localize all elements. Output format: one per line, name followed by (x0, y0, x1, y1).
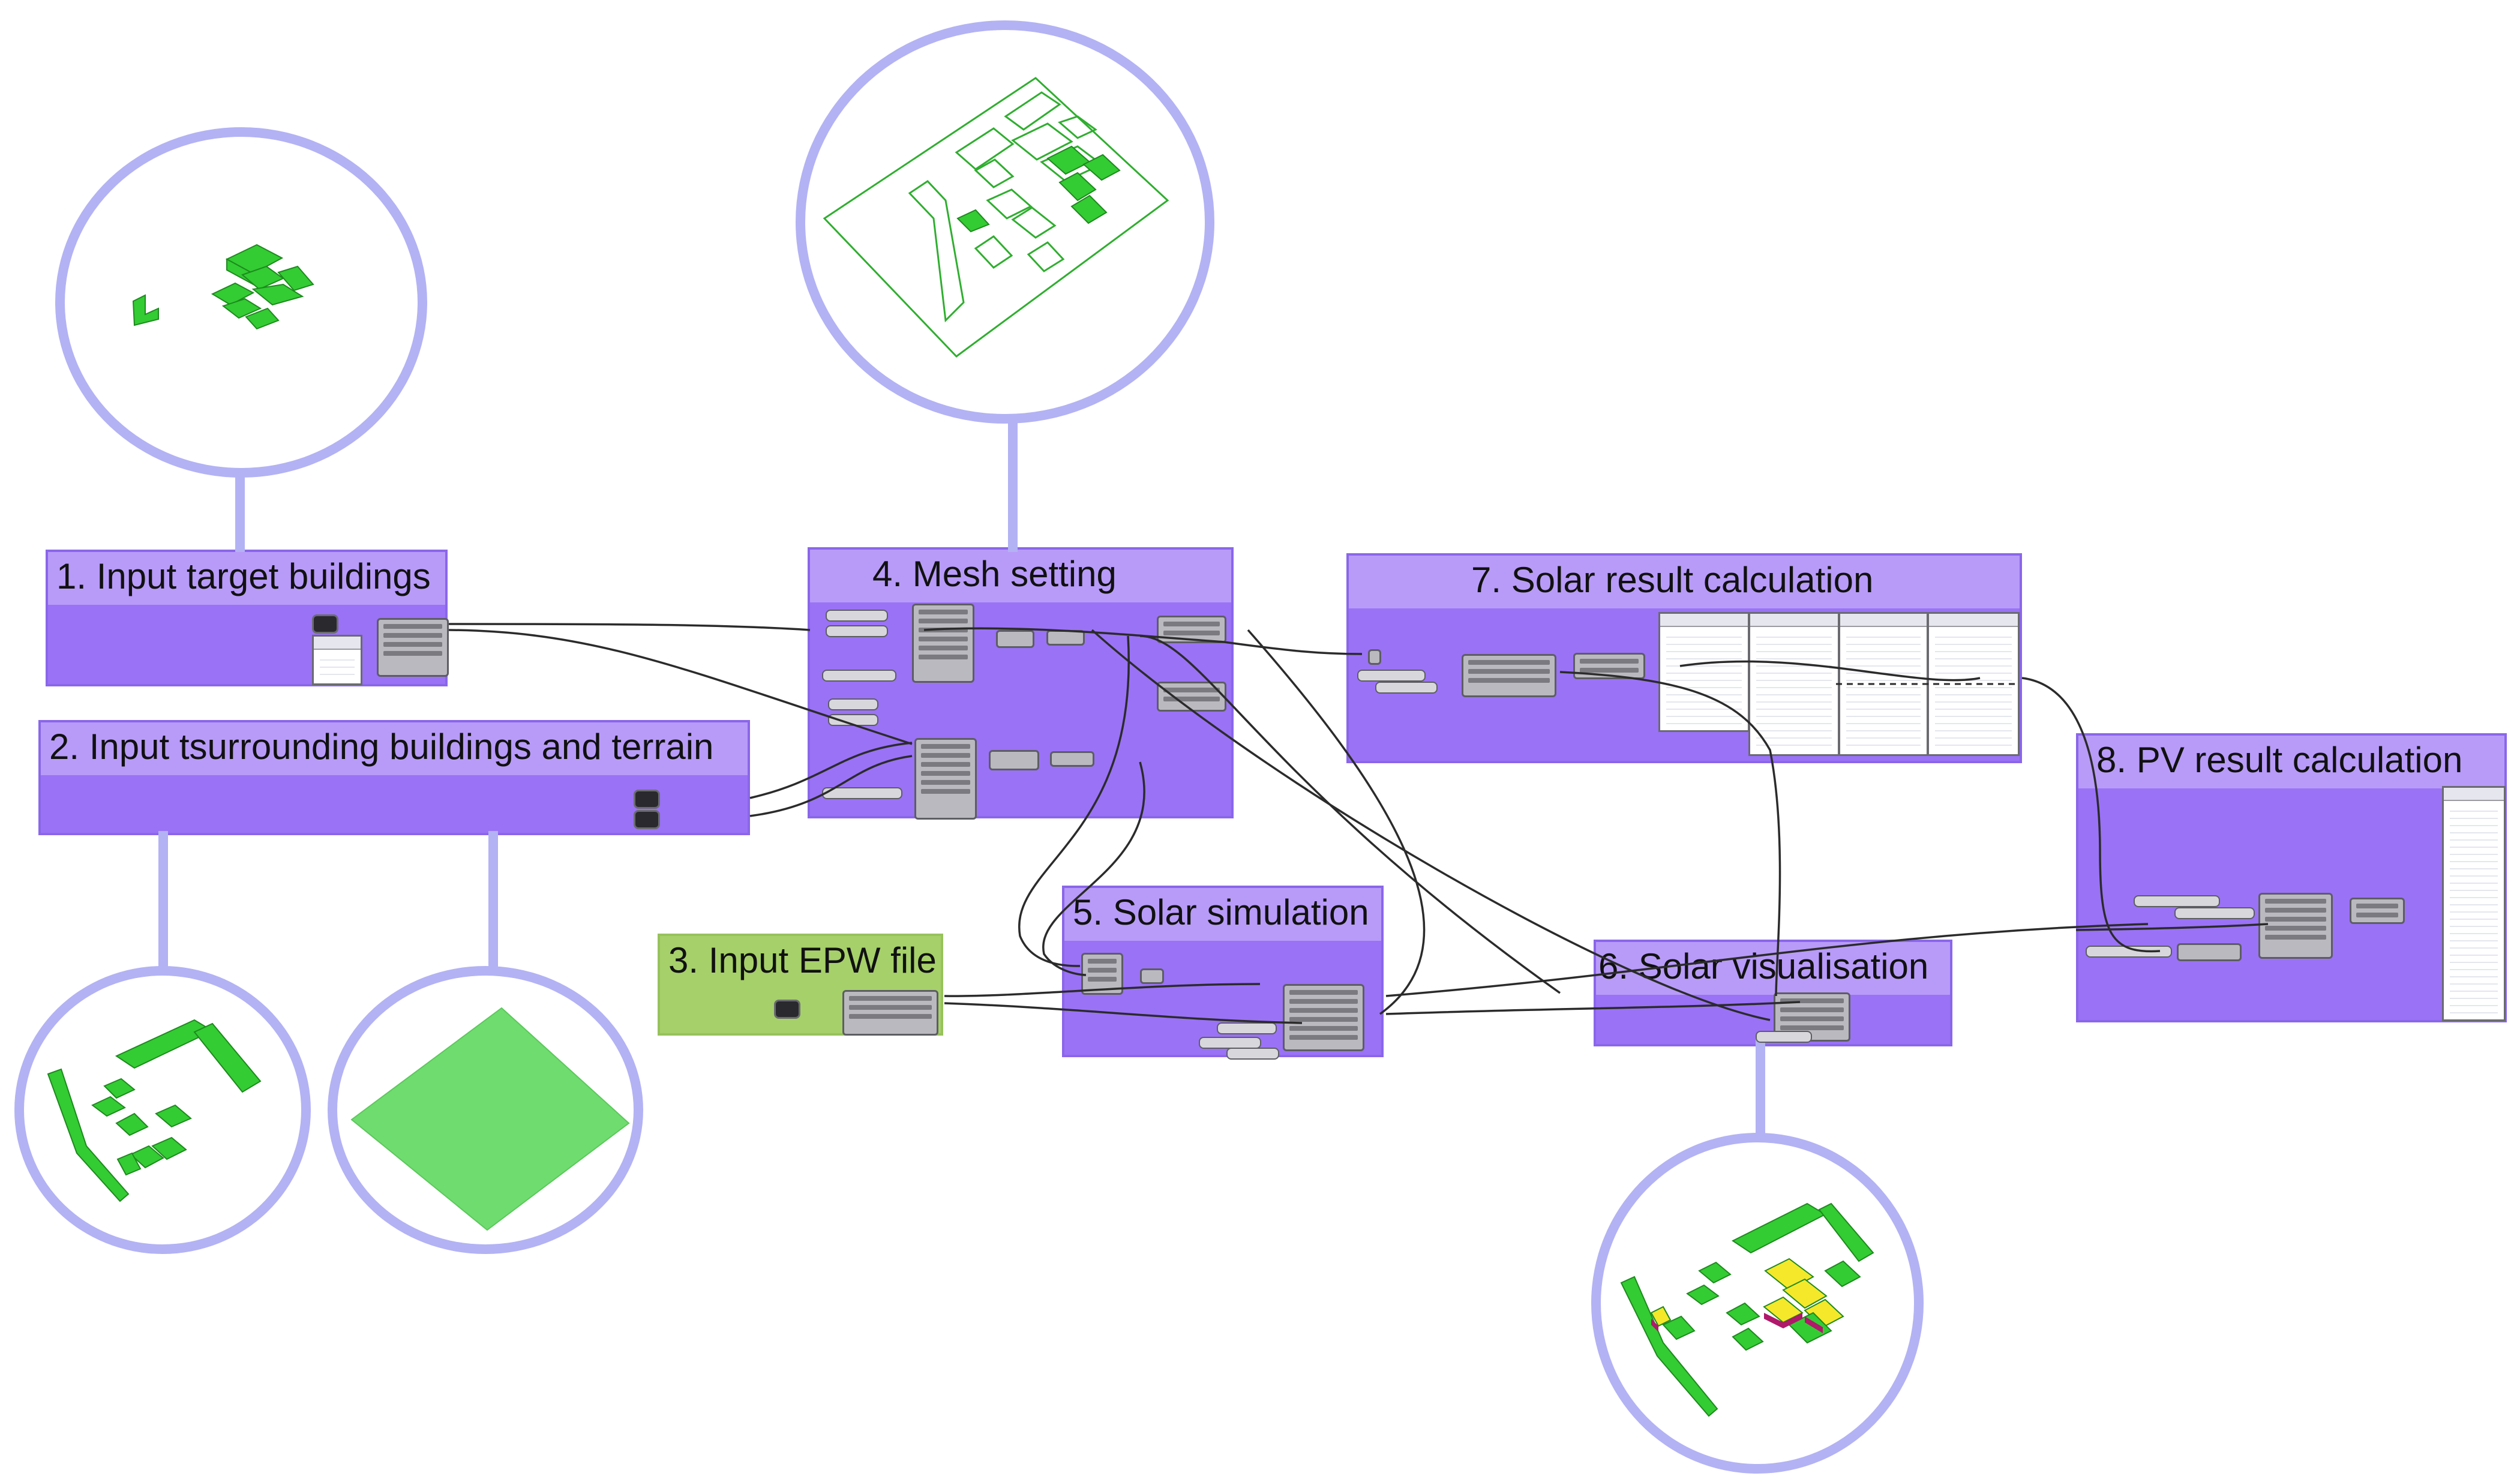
component-pv-panel[interactable] (2258, 893, 2333, 959)
slider-result-1[interactable] (1357, 670, 1426, 682)
component-mesh-settings-1[interactable] (912, 604, 974, 683)
component-pv-input[interactable] (2177, 943, 2242, 961)
solar-visualisation-icon (1620, 1202, 1874, 1417)
group-title: 6. Solar visualisation (1598, 946, 1929, 986)
stem-1 (235, 468, 245, 552)
slider-pv-1[interactable] (2134, 895, 2220, 907)
mesh-wireframe-icon (823, 77, 1169, 358)
slider-pv-3[interactable] (2086, 946, 2172, 958)
stem-2a (158, 831, 168, 975)
slider-sim-2[interactable] (1199, 1037, 1261, 1049)
panel-kwh-per-building[interactable] (1748, 612, 1840, 756)
slider-mesh-1[interactable] (826, 610, 888, 622)
slider-sim-1[interactable] (1217, 1022, 1277, 1034)
group-title: 5. Solar simulation (1073, 892, 1369, 932)
component-sim-inputs[interactable] (1081, 953, 1123, 995)
component-mesh-join-1[interactable] (996, 630, 1034, 648)
slider-mesh-5[interactable] (828, 714, 878, 726)
group-mesh-setting: 4. Mesh setting (808, 547, 1234, 820)
component-building[interactable] (377, 618, 449, 677)
group-pv-result-calc: 8. PV result calculation (2076, 733, 2507, 1022)
group-title: 3. Input EPW file (668, 940, 937, 980)
surrounding-buildings-icon (47, 1019, 262, 1202)
terrain-icon (350, 1007, 630, 1231)
group-title: 8. PV result calculation (2096, 740, 2463, 780)
component-mesh-out-2[interactable] (1050, 751, 1094, 767)
slider-sim-3[interactable] (1226, 1048, 1279, 1060)
slider-vis[interactable] (1756, 1031, 1812, 1043)
component-result-merge[interactable] (1368, 649, 1381, 665)
group-title: 2. Input tsurrounding buildings and terr… (49, 727, 714, 767)
component-import-epw[interactable] (842, 990, 938, 1036)
panel-radiation-per-face[interactable] (1658, 612, 1750, 732)
slider-mesh-2[interactable] (826, 625, 888, 637)
stem-4 (1008, 420, 1018, 552)
group-title: 7. Solar result calculation (1471, 560, 1874, 600)
component-result-out[interactable] (1573, 653, 1645, 679)
group-solar-simulation: 5. Solar simulation (1062, 886, 1384, 1060)
group-input-epw: 3. Input EPW file (658, 934, 943, 1036)
group-solar-result-calc: 7. Solar result calculation (1346, 553, 2022, 763)
component-mesh-join-2[interactable] (989, 750, 1039, 770)
param-epw-path[interactable] (774, 1000, 800, 1019)
target-buildings-icon (132, 244, 314, 330)
stem-6 (1756, 1038, 1765, 1140)
component-sim-merge[interactable] (1140, 968, 1164, 984)
panel-annual-radiation[interactable] (1838, 612, 1928, 756)
slider-mesh-3[interactable] (822, 670, 896, 682)
component-solar-result[interactable] (1462, 654, 1556, 697)
panel-kwh-per-area[interactable] (1927, 612, 2020, 756)
panel-pv-results[interactable] (2442, 786, 2506, 1021)
component-mesh-out-1[interactable] (1046, 630, 1085, 646)
slider-result-2[interactable] (1375, 682, 1438, 694)
group-title: 4. Mesh setting (872, 554, 1117, 594)
component-mesh-result-2[interactable] (1157, 682, 1226, 712)
component-solar-radiation[interactable] (1283, 984, 1364, 1051)
component-mesh-result-1[interactable] (1157, 616, 1226, 643)
group-solar-visualisation: 6. Solar visualisation (1594, 940, 1952, 1046)
param-context-1[interactable] (634, 790, 660, 809)
slider-pv-2[interactable] (2174, 907, 2255, 919)
panel-buildings[interactable] (312, 635, 362, 685)
slider-mesh-6[interactable] (822, 787, 902, 799)
component-mesh-settings-2[interactable] (914, 738, 977, 820)
group-title: 1. Input target buildings (56, 556, 431, 596)
stem-2b (488, 831, 498, 975)
slider-mesh-4[interactable] (828, 698, 878, 710)
group-input-surrounding: 2. Input tsurrounding buildings and terr… (38, 720, 750, 835)
param-context-2[interactable] (634, 810, 660, 829)
component-pv-output[interactable] (2350, 898, 2405, 924)
param-geometry[interactable] (312, 614, 338, 634)
group-input-target-buildings: 1. Input target buildings (46, 550, 449, 686)
